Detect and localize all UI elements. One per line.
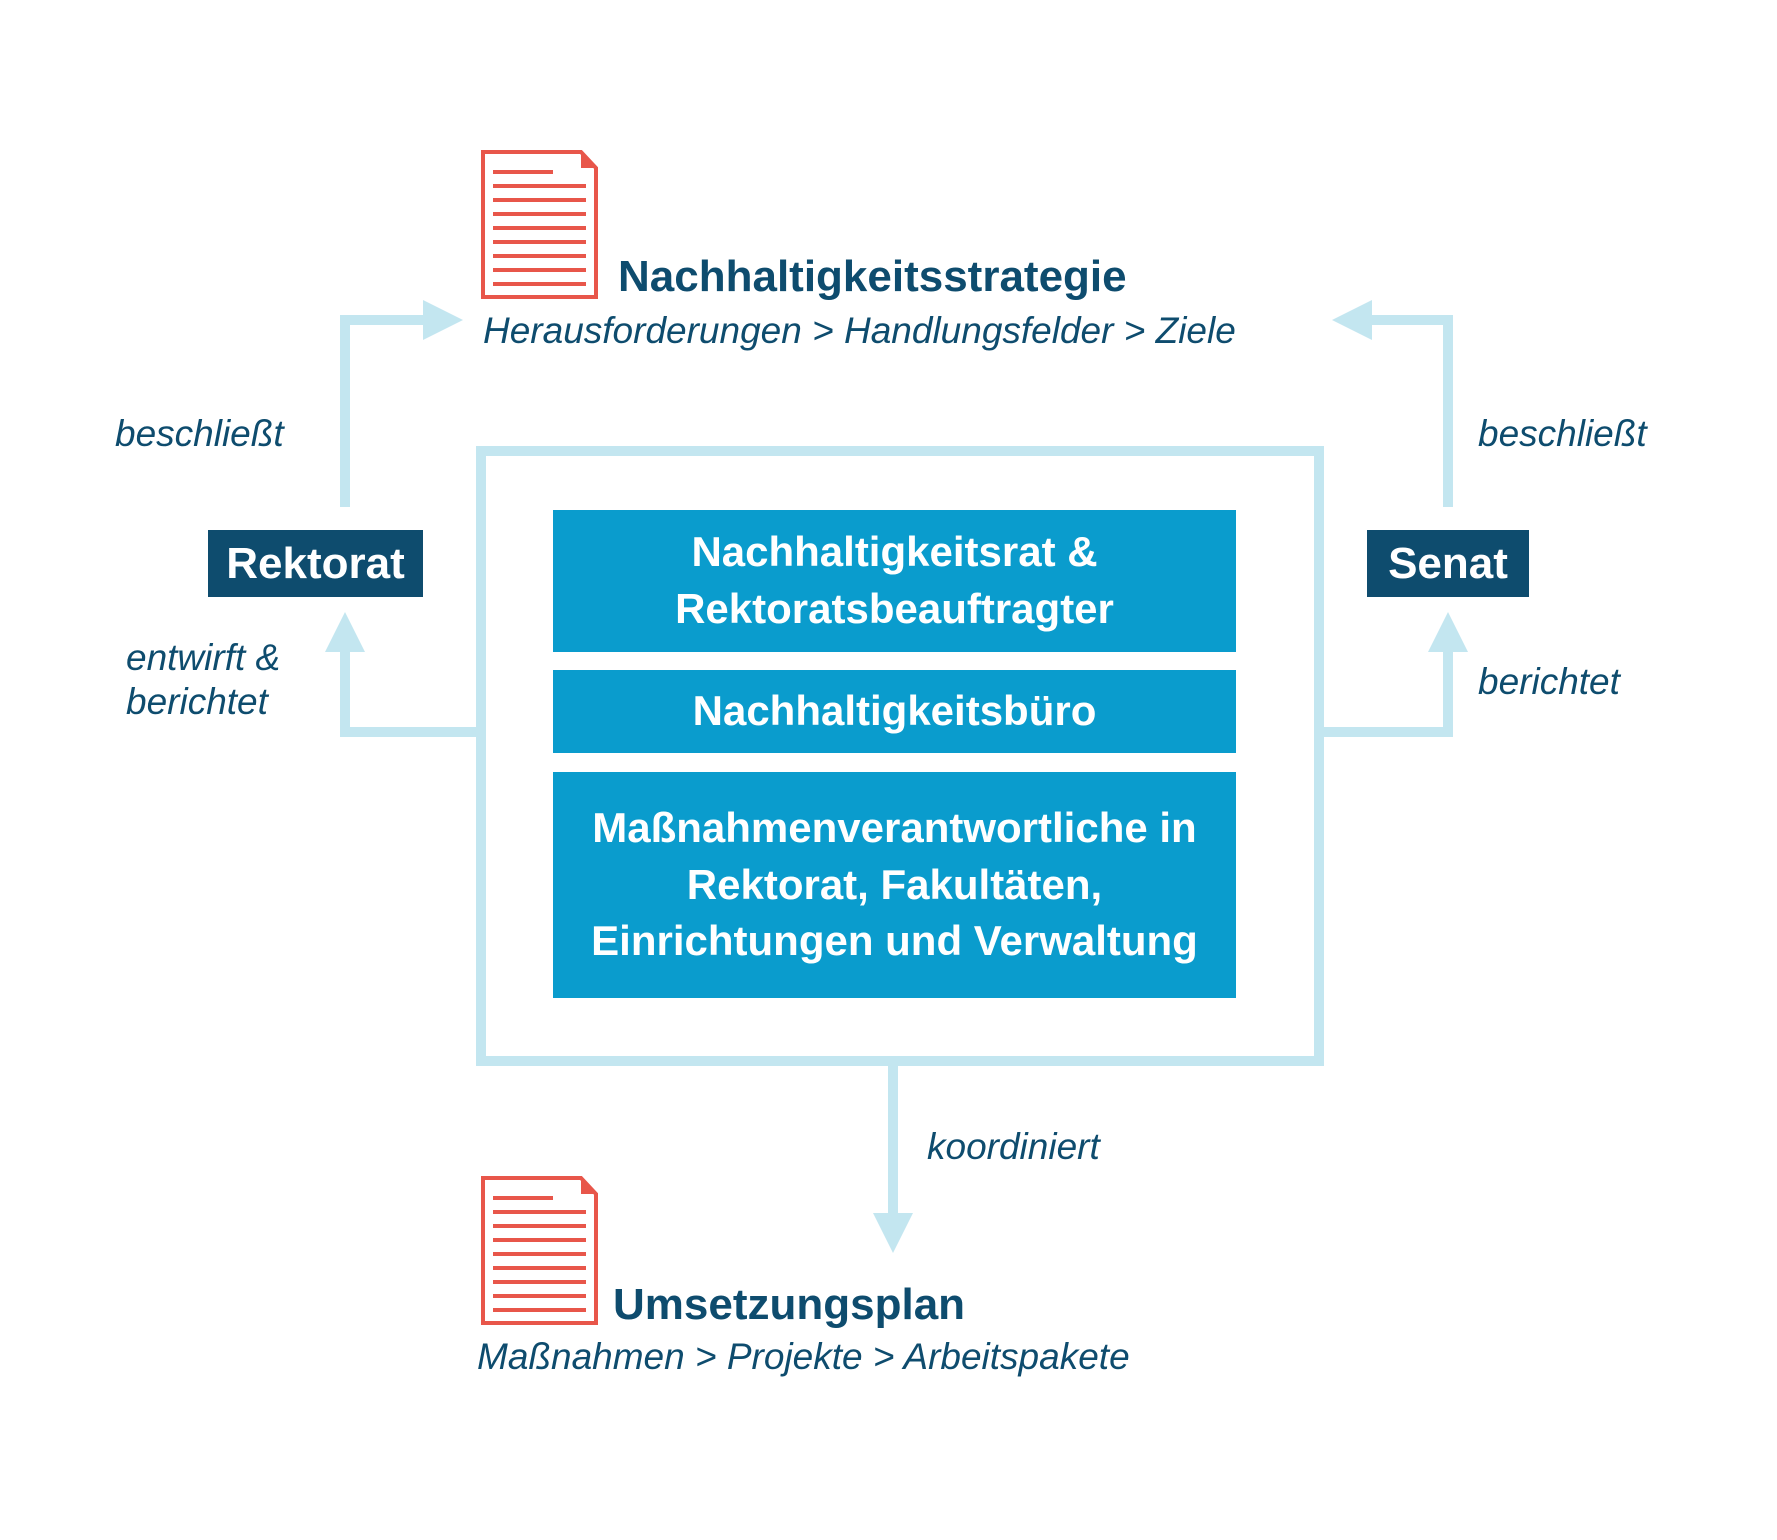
center-frame (476, 446, 1324, 1066)
unit-nachhaltigkeitsbuero: Nachhaltigkeitsbüro (553, 670, 1236, 753)
unit-nachhaltigkeitsrat: Nachhaltigkeitsrat & Rektoratsbeauftragt… (553, 510, 1236, 652)
document-icon (481, 1176, 598, 1325)
arrow-rektorat-to-strategy (340, 300, 463, 507)
label-left-beschliesst: beschließt (115, 413, 284, 454)
rektorat-box: Rektorat (208, 530, 423, 597)
label-right-beschliesst: beschließt (1478, 413, 1647, 454)
plan-title: Umsetzungsplan (613, 1280, 966, 1329)
senat-box: Senat (1367, 530, 1529, 597)
strategy-title: Nachhaltigkeitsstrategie (618, 252, 1127, 301)
label-right-berichtet: berichtet (1478, 661, 1620, 702)
arrow-frame-to-senat (1321, 612, 1468, 737)
arrow-senat-to-strategy (1332, 300, 1453, 507)
label-koordiniert: koordiniert (927, 1126, 1100, 1167)
label-left-entwirft-berichtet: entwirft & berichtet (126, 637, 281, 723)
arrow-frame-to-rektorat (325, 612, 479, 737)
strategy-subtitle: Herausforderungen > Handlungsfelder > Zi… (483, 310, 1236, 351)
document-icon (481, 150, 598, 299)
plan-subtitle: Maßnahmen > Projekte > Arbeitspakete (477, 1336, 1130, 1377)
unit-massnahmenverantwortliche: Maßnahmenverantwortliche in Rektorat, Fa… (553, 772, 1236, 998)
